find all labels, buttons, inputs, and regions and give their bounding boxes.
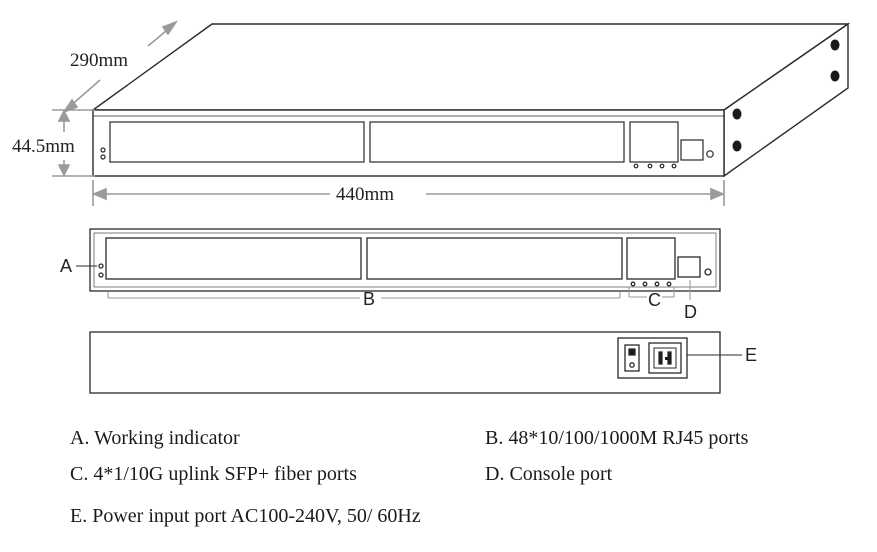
callout-a: A	[60, 256, 72, 276]
rj45-ports-right	[366, 237, 623, 280]
legend-c: C. 4*1/10G uplink SFP+ fiber ports	[70, 463, 357, 485]
chassis-front-face	[92, 109, 725, 177]
width-dimension	[91, 180, 726, 206]
callout-c-bracket	[628, 287, 675, 298]
callout-b-bracket	[107, 292, 621, 299]
iso-front-details	[100, 121, 714, 169]
width-label: 440mm	[336, 184, 394, 205]
callout-c: C	[648, 290, 661, 310]
rack-ear-holes	[732, 39, 840, 152]
height-dimension	[52, 109, 95, 177]
front-panel	[89, 228, 721, 292]
power-switch	[624, 344, 640, 372]
sfp-ports-block	[626, 237, 676, 280]
iso-rj45-block-left	[109, 121, 365, 163]
depth-label: 290mm	[70, 50, 128, 71]
height-label: 44.5mm	[12, 136, 75, 157]
console-port	[677, 256, 701, 278]
working-indicator-led	[98, 263, 104, 269]
power-inlet	[648, 342, 682, 374]
iso-console-port	[680, 139, 704, 161]
rear-panel-outline	[89, 331, 721, 394]
chassis-top-face	[90, 23, 851, 111]
power-module	[617, 337, 688, 379]
legend-d: D. Console port	[485, 463, 613, 485]
front-panel-outline	[89, 228, 721, 292]
legend-a: A. Working indicator	[70, 427, 240, 449]
iso-rj45-block-right	[369, 121, 625, 163]
rear-panel	[89, 331, 721, 394]
isometric-chassis	[90, 22, 851, 178]
callout-b: B	[363, 289, 375, 309]
callout-d: D	[684, 302, 697, 322]
depth-dimension	[61, 20, 179, 114]
legend-e: E. Power input port AC100-240V, 50/ 60Hz	[70, 505, 421, 527]
callout-e: E	[745, 345, 757, 365]
rj45-ports-left	[105, 237, 362, 280]
iso-sfp-block	[629, 121, 679, 163]
legend-b: B. 48*10/100/1000M RJ45 ports	[485, 427, 749, 449]
